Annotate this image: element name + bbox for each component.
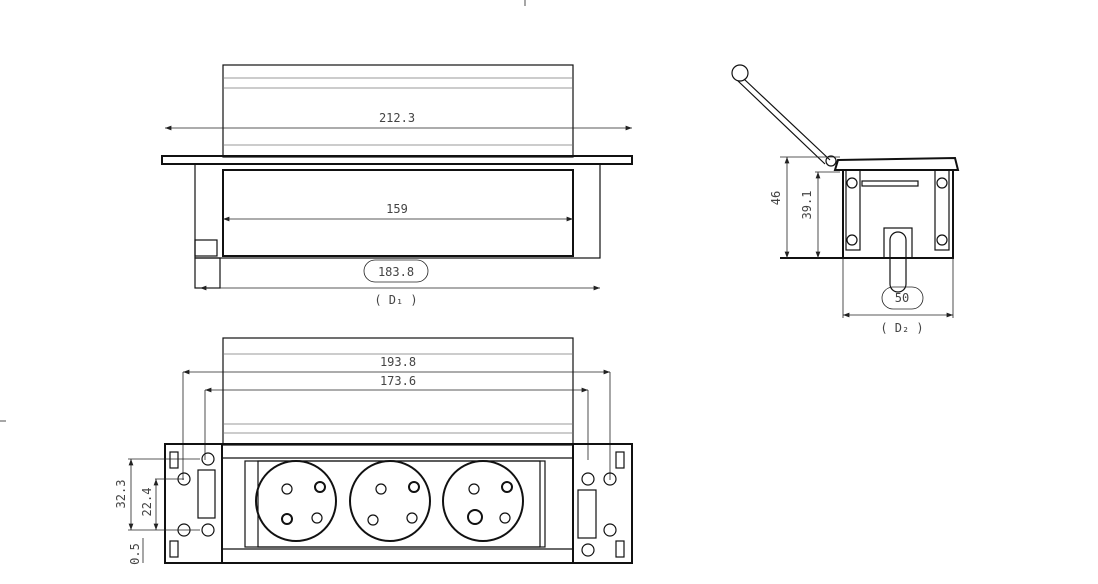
- socket-3: [442, 460, 524, 542]
- dim-overall-width: 212.3: [379, 111, 415, 125]
- dim-v-32-3: 32.3: [114, 480, 128, 509]
- dim-ref-d1: ( D₁ ): [374, 293, 417, 307]
- dim-front-inner: 173.6: [380, 374, 416, 388]
- dim-v-0-5: 0.5: [128, 543, 142, 565]
- dim-width-50: 50: [895, 291, 909, 305]
- dim-height-46: 46: [769, 191, 783, 205]
- dim-inner-width: 159: [386, 202, 408, 216]
- dim-front-outer: 193.8: [380, 355, 416, 369]
- front-view: 193.8 173.6 32.3 22.4 0.5: [114, 337, 633, 565]
- socket-2: [349, 460, 431, 542]
- dim-ref-d2: ( D₂ ): [880, 321, 923, 335]
- top-view: 212.3 159 183.8 ( D₁ ): [161, 64, 633, 307]
- dim-base-width: 183.8: [378, 265, 414, 279]
- dim-v-22-4: 22.4: [140, 488, 154, 517]
- dim-height-39-1: 39.1: [800, 191, 814, 220]
- side-view: 46 39.1 50 ( D₂ ): [731, 64, 960, 335]
- socket-1: [255, 460, 337, 542]
